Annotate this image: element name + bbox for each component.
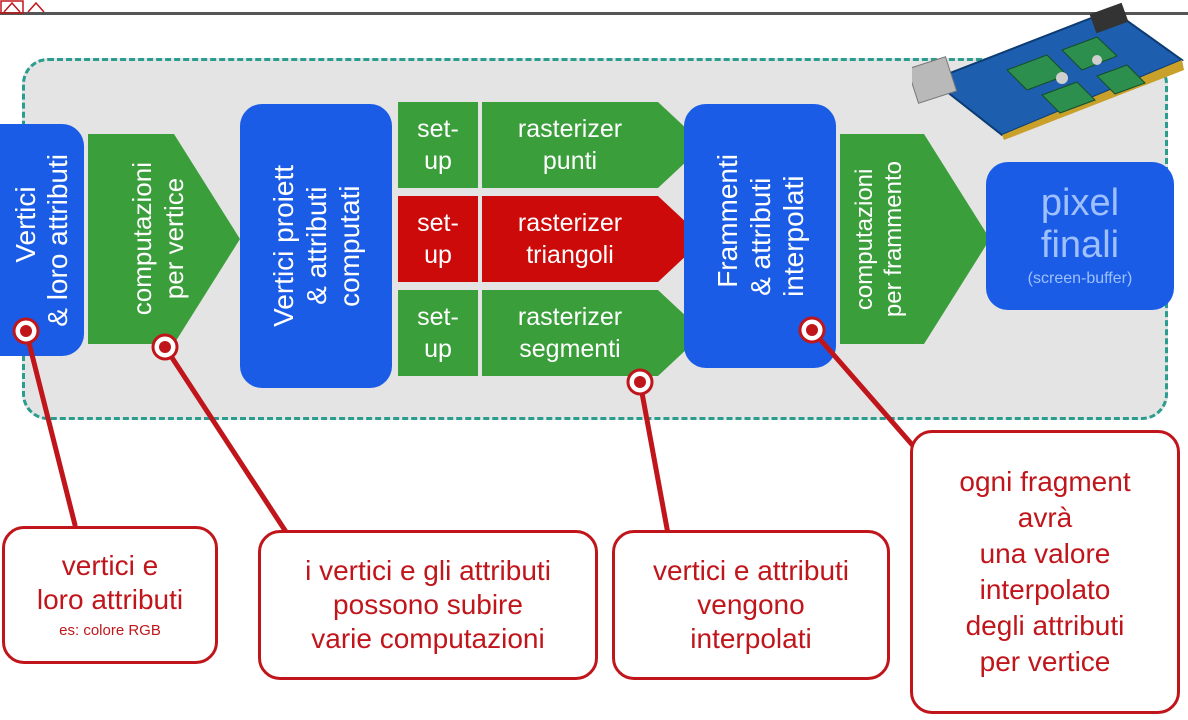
per-vertex-label: computazioni per vertice <box>127 162 189 316</box>
final-pixels-line1: pixel <box>1040 182 1120 224</box>
fragments-title: Frammenti <box>711 153 743 288</box>
per-fragment-label: computazioni per frammento <box>851 160 907 318</box>
vertices-subtitle: & loro attributi <box>42 153 73 327</box>
callout-vertices: vertici e loro attributi es: colore RGB <box>2 526 218 664</box>
per-vertex-stage: computazioni per vertice <box>88 134 240 344</box>
rasterizer-triangles-label: rasterizer triangoli <box>517 209 623 269</box>
final-pixels-sub: (screen-buffer) <box>1027 270 1133 287</box>
final-pixels-block: pixel finali (screen-buffer) <box>986 162 1174 310</box>
callout-fragment: ogni fragment avrà una valore interpolat… <box>910 430 1180 714</box>
per-fragment-stage: computazioni per frammento <box>840 134 990 344</box>
projected-vertices-label: Vertici proiett & attributi computati <box>267 165 365 327</box>
raster-row-segments: set- up rasterizer segmenti <box>398 290 704 376</box>
projected-vertices-block: Vertici proiett & attributi computati <box>240 104 392 388</box>
fragments-subtitle: & attributi interpolati <box>744 175 809 297</box>
rasterizer-points-arrow <box>482 102 704 188</box>
raster-row-triangles: set- up rasterizer triangoli <box>398 196 704 282</box>
vertices-block: Vertici& loro attributi <box>0 124 84 356</box>
setup-cell-points: set- up <box>398 102 478 188</box>
setup-cell-triangles: set- up <box>398 196 478 282</box>
rasterizer-segments-label: rasterizer segmenti <box>517 303 623 363</box>
rasterizer-triangles-arrow <box>482 196 704 282</box>
callout-computations-text: i vertici e gli attributi possono subire… <box>305 555 551 654</box>
raster-row-points: set- up rasterizer punti <box>398 102 704 188</box>
callout-vertices-text: vertici e loro attributi <box>36 550 184 615</box>
fragments-block: Frammenti& attributi interpolati <box>684 104 836 368</box>
per-fragment-arrow <box>840 134 990 344</box>
logo-icon <box>0 0 45 14</box>
callout-interpolation: vertici e attributi vengono interpolati <box>612 530 890 680</box>
setup-cell-segments: set- up <box>398 290 478 376</box>
rasterizer-points-label: rasterizer punti <box>517 115 623 175</box>
vertices-title: Vertici <box>10 186 41 263</box>
callout-computations: i vertici e gli attributi possono subire… <box>258 530 598 680</box>
callout-vertices-sub: es: colore RGB <box>59 622 161 639</box>
callout-interpolation-text: vertici e attributi vengono interpolati <box>652 555 850 654</box>
rasterizer-group: set- up rasterizer punti set- up rasteri… <box>398 102 704 378</box>
final-pixels-line2: finali <box>1040 224 1120 266</box>
callout-fragment-text: ogni fragment avrà una valore interpolat… <box>959 466 1131 677</box>
header-rule <box>0 12 1188 15</box>
graphics-card-image <box>912 2 1185 140</box>
rasterizer-segments-arrow <box>482 290 704 376</box>
per-vertex-arrow <box>88 134 240 344</box>
